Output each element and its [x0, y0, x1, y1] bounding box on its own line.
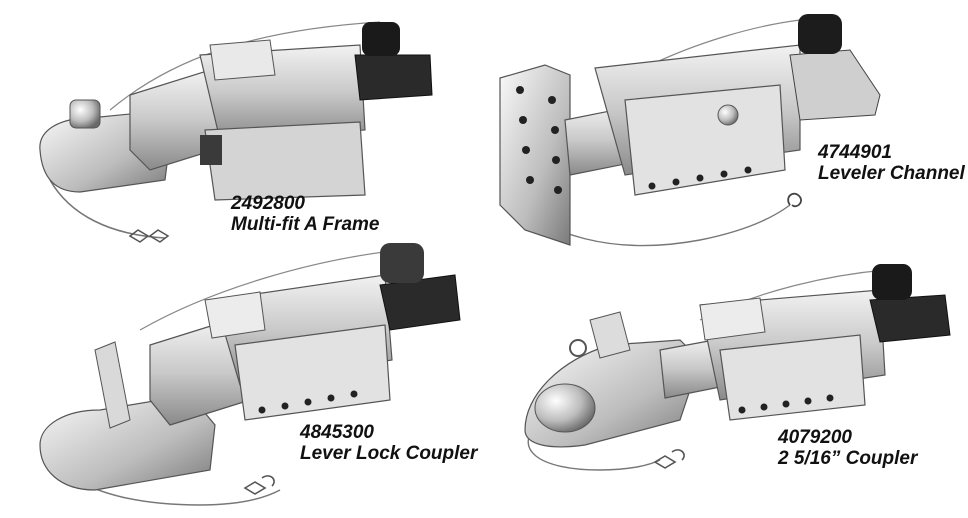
- safety-hook: [128, 229, 170, 243]
- reservoir-cap: [362, 22, 400, 56]
- coupler-ball-socket: [534, 383, 596, 433]
- safety-hook: [243, 475, 275, 495]
- part-number: 4079200: [778, 427, 852, 448]
- side-plate-holes: [258, 390, 358, 414]
- lower-channel: [204, 121, 366, 201]
- part-number: 4845300: [300, 422, 374, 443]
- part-number: 2492800: [231, 193, 305, 214]
- side-plate: [234, 324, 391, 421]
- side-plate: [624, 84, 786, 196]
- safety-cable-upper: [139, 249, 401, 331]
- caption-lever-lock-coupler: 4845300 Lever Lock Coupler: [300, 422, 477, 464]
- part-number: 4744901: [818, 142, 892, 163]
- reservoir-block: [869, 294, 951, 343]
- hinged-cover: [699, 297, 766, 341]
- hinged-cover: [209, 39, 276, 81]
- reservoir-cap: [872, 264, 912, 300]
- product-name: Lever Lock Coupler: [300, 443, 478, 464]
- hinged-cover: [204, 291, 266, 339]
- safety-hook: [787, 192, 802, 208]
- reservoir-cap: [380, 243, 424, 283]
- lower-channel-dark: [200, 135, 222, 165]
- adjuster-bolt: [717, 104, 739, 126]
- product-name: Leveler Channel: [818, 163, 965, 184]
- coupler-knob: [69, 99, 101, 129]
- reservoir-block: [354, 54, 433, 101]
- plate-holes: [516, 86, 562, 194]
- product-name: 2 5/16” Coupler: [778, 448, 918, 469]
- side-plate-holes: [738, 394, 834, 414]
- safety-cable: [527, 419, 661, 471]
- leveler-plate: [499, 64, 571, 246]
- reservoir-block: [379, 274, 461, 331]
- caption-multi-fit-a-frame: 2492800 Multi-fit A Frame: [231, 193, 379, 235]
- caption-leveler-channel: 4744901 Leveler Channel: [818, 142, 965, 184]
- safety-hook: [653, 449, 685, 469]
- reservoir-block: [789, 49, 881, 121]
- caption-2-5-16-coupler: 4079200 2 5/16” Coupler: [778, 427, 917, 469]
- lock-lever: [94, 341, 131, 429]
- side-plate-holes: [648, 166, 752, 190]
- reservoir-cap: [798, 14, 842, 54]
- coupler-bracket: [589, 311, 631, 359]
- product-name: Multi-fit A Frame: [231, 214, 380, 235]
- coupler-ring: [569, 339, 587, 357]
